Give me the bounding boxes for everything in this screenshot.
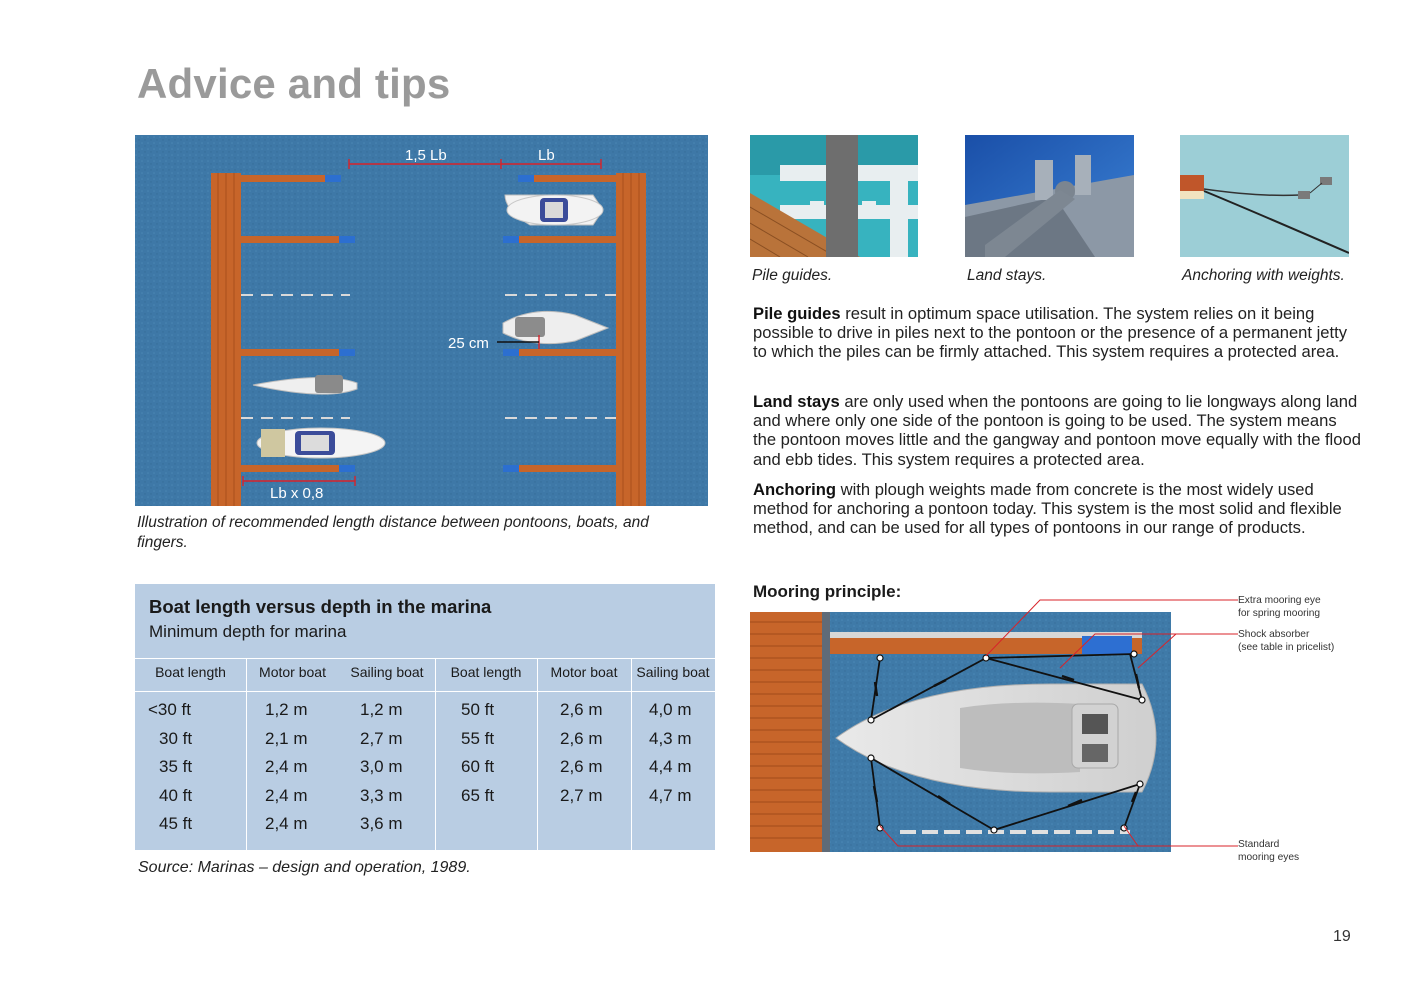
table-cell: 2,4 m: [265, 814, 308, 833]
pontoon-figure-caption: Illustration of recommended length dista…: [137, 514, 649, 551]
depth-table-subtitle: Minimum depth for marina: [149, 622, 347, 641]
depth-table: Boat length versus depth in the marina M…: [135, 584, 715, 850]
shock-absorber-line2: (see table in pricelist): [1238, 642, 1335, 653]
anchoring-caption: Anchoring with weights.: [1182, 267, 1345, 284]
page-title: Advice and tips: [137, 60, 451, 107]
land-stays-caption: Land stays.: [967, 267, 1047, 284]
header-motor-boat: Motor boat: [259, 664, 326, 680]
table-cell: 4,4 m: [649, 757, 692, 776]
extra-mooring-eye-line2: for spring mooring: [1238, 608, 1321, 619]
table-cell: 2,6 m: [560, 700, 603, 719]
depth-table-header-row: [135, 658, 715, 692]
mooring-title: Mooring principle:: [753, 582, 902, 601]
table-cell: 2,7 m: [360, 729, 403, 748]
finger-length-label: Lb x 0,8: [270, 485, 323, 502]
table-cell: 3,6 m: [360, 814, 403, 833]
spacing-label: 1,5 Lb: [405, 147, 447, 164]
extra-mooring-eye-label: Extra mooring eye for spring mooring: [1238, 594, 1321, 620]
table-cell: 55 ft: [461, 729, 495, 748]
table-cell: 65 ft: [461, 786, 495, 805]
table-cell: 60 ft: [461, 757, 495, 776]
table-cell: 1,2 m: [360, 700, 403, 719]
header-boat-length: Boat length: [450, 664, 522, 680]
table-cell: <30 ft: [148, 700, 192, 719]
header-motor-boat: Motor boat: [550, 664, 618, 680]
table-cell: 2,6 m: [560, 757, 603, 776]
pile-guides-image: [750, 135, 918, 257]
gap-label: 25 cm: [448, 335, 489, 352]
header-sailing-boat: Sailing boat: [350, 664, 424, 680]
table-cell: 2,6 m: [560, 729, 603, 748]
table-cell: 3,0 m: [360, 757, 403, 776]
shock-absorber-label: Shock absorber (see table in pricelist): [1238, 628, 1334, 654]
pile-guides-caption: Pile guides.: [752, 267, 833, 284]
land-stays-image: [965, 135, 1134, 257]
table-cell: 4,3 m: [649, 729, 692, 748]
land-stays-lead: Land stays: [753, 392, 840, 411]
table-cell: 2,7 m: [560, 786, 603, 805]
anchoring-paragraph: Anchoring with plough weights made from …: [753, 480, 1363, 538]
pile-guides-text: result in optimum space utilisation. The…: [753, 304, 1348, 362]
table-cell: 40 ft: [159, 786, 193, 805]
pile-guides-lead: Pile guides: [753, 304, 841, 323]
shock-absorber-line1: Shock absorber: [1238, 629, 1310, 640]
table-cell: 30 ft: [159, 729, 193, 748]
extra-mooring-eye-line1: Extra mooring eye: [1238, 595, 1321, 606]
header-sailing-boat: Sailing boat: [636, 664, 710, 680]
anchoring-text: with plough weights made from concrete i…: [753, 480, 1342, 538]
depth-table-title: Boat length versus depth in the marina: [149, 596, 492, 617]
table-cell: 2,4 m: [265, 757, 308, 776]
boat-length-label: Lb: [538, 147, 555, 164]
table-cell: 4,7 m: [649, 786, 692, 805]
table-cell: 4,0 m: [649, 700, 692, 719]
mooring-callout-lines: [879, 599, 1238, 847]
land-stays-text: are only used when the pontoons are goin…: [753, 392, 1361, 469]
header-boat-length: Boat length: [155, 664, 226, 680]
anchoring-lead: Anchoring: [753, 480, 836, 499]
table-cell: 1,2 m: [265, 700, 308, 719]
table-cell: 45 ft: [159, 814, 193, 833]
standard-mooring-eyes-line1: Standard: [1238, 839, 1280, 850]
page-number: 19: [1333, 928, 1351, 945]
mooring-diagram: [750, 612, 1171, 852]
table-cell: 35 ft: [159, 757, 193, 776]
table-source: Source: Marinas – design and operation, …: [138, 859, 471, 876]
table-cell: 3,3 m: [360, 786, 403, 805]
land-stays-paragraph: Land stays are only used when the pontoo…: [753, 392, 1363, 469]
table-cell: 2,4 m: [265, 786, 308, 805]
pontoon-layout-illustration: 1,5 Lb Lb 25 cm Lb x 0,8: [135, 135, 708, 506]
standard-mooring-eyes-line2: mooring eyes: [1238, 852, 1300, 863]
standard-mooring-eyes-label: Standard mooring eyes: [1238, 838, 1299, 864]
anchoring-weights-image: [1180, 135, 1349, 257]
table-cell: 2,1 m: [265, 729, 308, 748]
table-cell: 50 ft: [461, 700, 495, 719]
pile-guides-paragraph: Pile guides result in optimum space util…: [753, 304, 1363, 362]
